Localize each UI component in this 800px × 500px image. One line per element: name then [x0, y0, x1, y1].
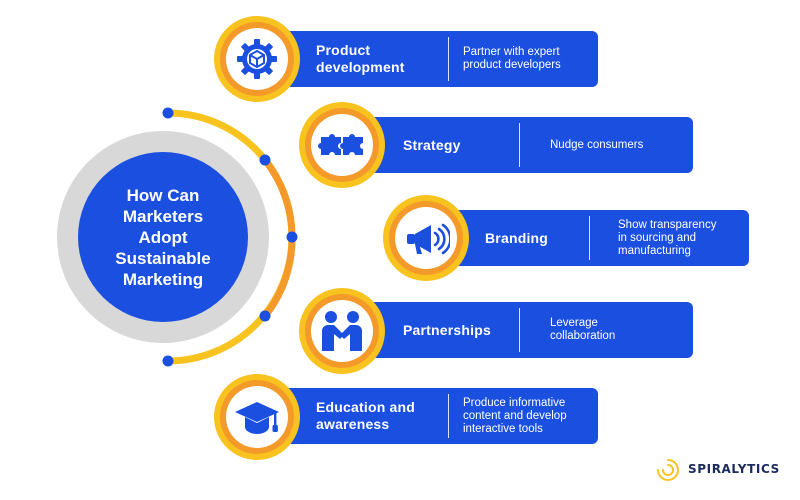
item-strategy: Strategy Nudge consumers [343, 117, 693, 173]
center-title-line: Sustainable [115, 248, 211, 268]
item-title-line: Product [316, 42, 371, 58]
graduation-cap-icon [235, 402, 279, 434]
item-title: Strategy [403, 117, 529, 173]
badge-product-development [214, 16, 300, 102]
item-desc-line: content and develop [463, 409, 567, 422]
item-desc-line: Leverage [550, 317, 598, 329]
arc-dot-lower [259, 310, 271, 322]
item-title-line: Education and [316, 399, 416, 415]
item-title: Branding [485, 210, 611, 266]
arc-dot-top [162, 107, 174, 119]
item-desc-line: Nudge consumers [550, 138, 644, 151]
center-title-line: Adopt [138, 227, 188, 247]
item-description: Nudge consumers [550, 117, 685, 173]
item-title-line: Branding [485, 229, 549, 246]
orange-arc-upper [262, 157, 296, 238]
gear-box-icon [237, 39, 277, 79]
item-title-line: awareness [316, 416, 390, 432]
item-separator [448, 37, 449, 81]
handshake-icon [322, 311, 362, 351]
badge-partnerships [299, 288, 385, 374]
item-desc-line: collaboration [550, 330, 616, 342]
puzzle-icon [318, 134, 363, 155]
item-title-line: Strategy [403, 136, 461, 153]
item-desc-line: Produce informative [463, 396, 566, 409]
item-desc-line: manufacturing [618, 244, 691, 257]
item-desc-line: Show transparency [618, 218, 717, 231]
center-title-line: How Can [126, 185, 200, 205]
arc-dot-middle [286, 231, 298, 243]
item-desc-line: Partner with expert [463, 46, 560, 58]
megaphone-icon [407, 223, 450, 255]
brand-logo-text: SPIRALYTICS [688, 462, 780, 476]
item-desc-line: product developers [463, 59, 561, 71]
spiralytics-logo-mark [657, 459, 679, 481]
center-title-line: Marketing [122, 269, 204, 289]
item-title-line: Partnerships [403, 321, 491, 338]
item-separator [589, 216, 590, 260]
item-separator [519, 123, 520, 167]
item-title-line: development [316, 59, 405, 75]
badge-education-awareness [214, 374, 300, 460]
arc-dot-bottom [162, 355, 174, 367]
center-circle [78, 152, 248, 322]
center-title-line: Marketers [122, 206, 204, 226]
item-desc-line: in sourcing and [618, 231, 696, 244]
item-separator [448, 394, 449, 438]
arc-dot-upper [259, 154, 271, 166]
badge-strategy [299, 102, 385, 188]
center-title: How Can Marketers Adopt Sustainable Mark… [88, 176, 238, 298]
orange-arc-lower [262, 236, 296, 319]
item-title: Partnerships [403, 302, 529, 358]
badge-branding [383, 195, 469, 281]
item-separator [519, 308, 520, 352]
item-desc-line: interactive tools [463, 422, 543, 435]
